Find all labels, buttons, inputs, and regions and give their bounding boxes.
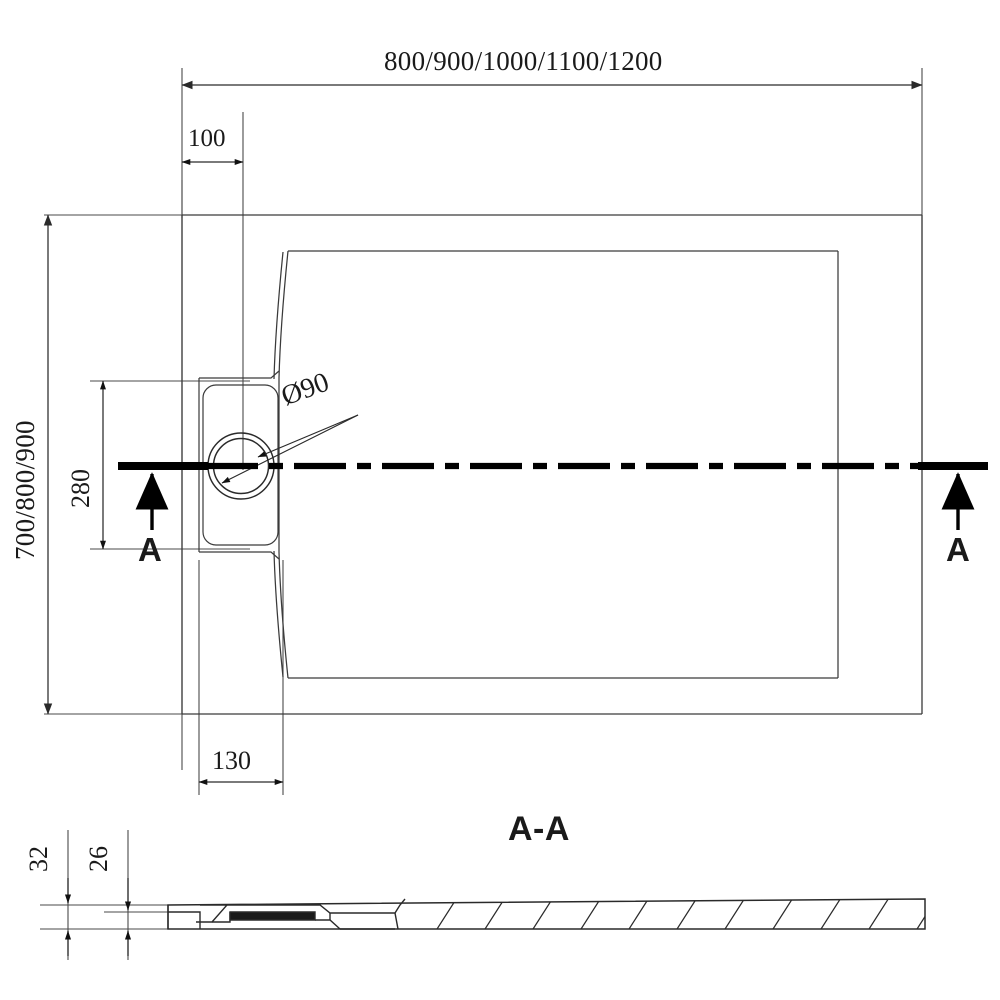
extension-lines bbox=[44, 68, 923, 795]
dim-label-channel-130: 130 bbox=[212, 746, 251, 775]
dim-label-height-26: 26 bbox=[84, 846, 113, 872]
section-profile bbox=[40, 830, 926, 960]
section-marker-left bbox=[118, 462, 208, 530]
dim-label-offset-100: 100 bbox=[188, 125, 226, 152]
dim-label-overall-depth: 700/800/900 bbox=[10, 420, 40, 560]
dim-label-drain-280: 280 bbox=[66, 469, 95, 508]
section-marker-right bbox=[918, 462, 988, 530]
tray-outline bbox=[181, 214, 923, 715]
section-marker-label-left: A bbox=[138, 531, 162, 568]
dim-label-height-32: 32 bbox=[24, 846, 53, 872]
section-marker-label-right: A bbox=[946, 531, 970, 568]
leader-diameter-90 bbox=[221, 414, 359, 484]
section-view-title: A-A bbox=[508, 810, 570, 848]
dim-label-overall-width: 800/900/1000/1100/1200 bbox=[384, 46, 663, 76]
